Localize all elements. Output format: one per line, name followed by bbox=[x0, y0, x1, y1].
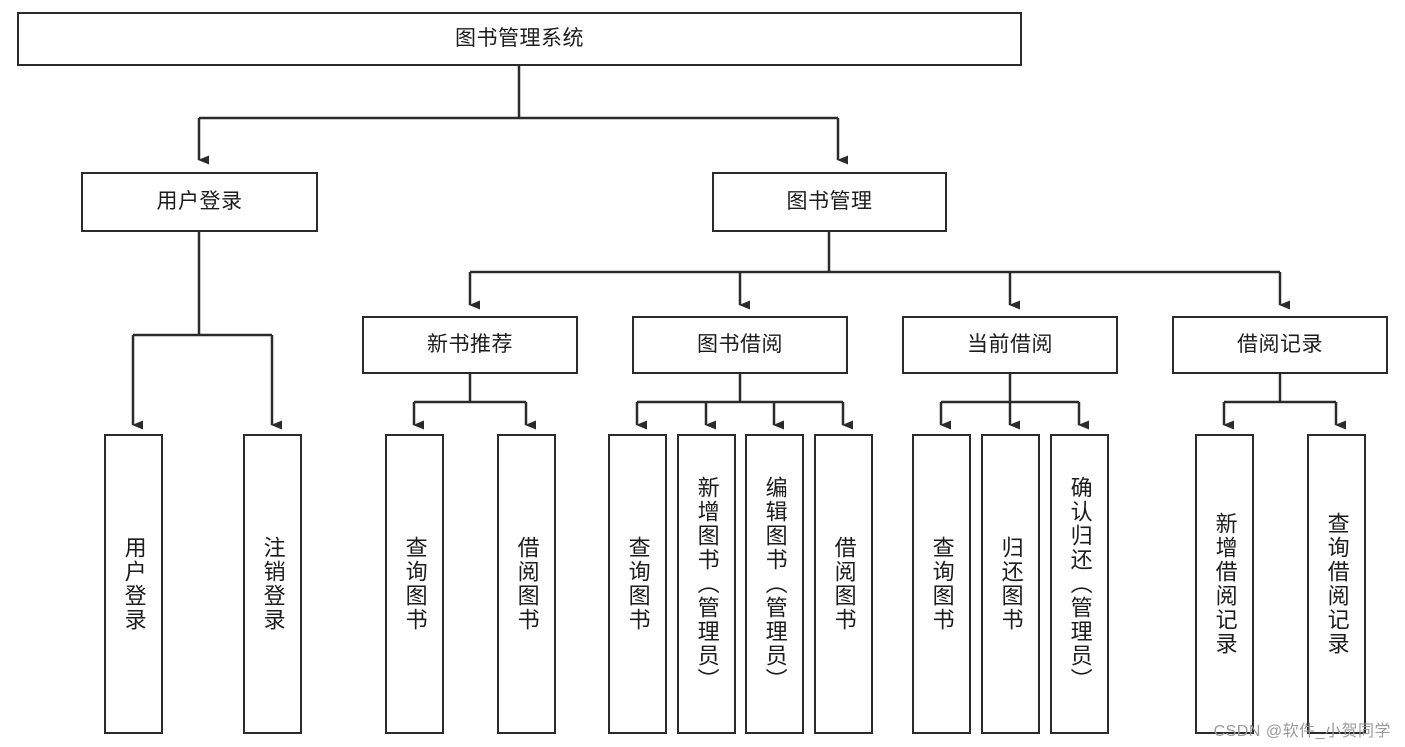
node-borrow-record-label: 借阅记录 bbox=[1237, 332, 1323, 356]
leaf-borrow-borrow-book-label: 借阅图书 bbox=[831, 536, 857, 632]
leaf-current-query-book-label: 查询图书 bbox=[929, 536, 955, 632]
node-current-borrow[interactable]: 当前借阅 bbox=[902, 316, 1118, 374]
leaf-new-book-query-book-label: 查询图书 bbox=[402, 536, 428, 632]
leaf-current-confirm-return-label: 确认归还（管理员） bbox=[1067, 476, 1093, 692]
node-book-management[interactable]: 图书管理 bbox=[712, 172, 947, 232]
node-user-login[interactable]: 用户登录 bbox=[81, 172, 318, 232]
node-book-borrow[interactable]: 图书借阅 bbox=[632, 316, 848, 374]
watermark-text: CSDN @软件_小贺同学 bbox=[1213, 723, 1391, 740]
leaf-current-confirm-return[interactable]: 确认归还（管理员） bbox=[1050, 434, 1109, 734]
node-book-management-label: 图书管理 bbox=[786, 189, 873, 213]
leaf-borrow-borrow-book[interactable]: 借阅图书 bbox=[814, 434, 873, 734]
leaf-current-return-book-label: 归还图书 bbox=[998, 536, 1024, 632]
node-new-book-recommend[interactable]: 新书推荐 bbox=[362, 316, 578, 374]
leaf-logout-label: 注销登录 bbox=[260, 536, 286, 632]
leaf-borrow-add-book-label: 新增图书（管理员） bbox=[694, 476, 720, 692]
node-new-book-recommend-label: 新书推荐 bbox=[427, 332, 513, 356]
leaf-record-add[interactable]: 新增借阅记录 bbox=[1195, 434, 1254, 734]
leaf-borrow-edit-book[interactable]: 编辑图书（管理员） bbox=[745, 434, 804, 734]
node-current-borrow-label: 当前借阅 bbox=[967, 332, 1053, 356]
leaf-borrow-query-book-label: 查询图书 bbox=[625, 536, 651, 632]
node-book-borrow-label: 图书借阅 bbox=[697, 332, 783, 356]
leaf-new-book-query-book[interactable]: 查询图书 bbox=[385, 434, 444, 734]
node-root[interactable]: 图书管理系统 bbox=[17, 12, 1022, 66]
leaf-record-query-label: 查询借阅记录 bbox=[1324, 512, 1350, 656]
leaf-current-return-book[interactable]: 归还图书 bbox=[981, 434, 1040, 734]
leaf-record-add-label: 新增借阅记录 bbox=[1212, 512, 1238, 656]
leaf-new-book-borrow-book-label: 借阅图书 bbox=[514, 536, 540, 632]
leaf-current-query-book[interactable]: 查询图书 bbox=[912, 434, 971, 734]
leaf-record-query[interactable]: 查询借阅记录 bbox=[1307, 434, 1366, 734]
node-borrow-record[interactable]: 借阅记录 bbox=[1172, 316, 1388, 374]
node-root-label: 图书管理系统 bbox=[455, 26, 584, 50]
leaf-user-login-label: 用户登录 bbox=[121, 536, 147, 632]
leaf-borrow-edit-book-label: 编辑图书（管理员） bbox=[762, 476, 788, 692]
leaf-borrow-query-book[interactable]: 查询图书 bbox=[608, 434, 667, 734]
node-user-login-label: 用户登录 bbox=[156, 189, 243, 213]
leaf-new-book-borrow-book[interactable]: 借阅图书 bbox=[497, 434, 556, 734]
leaf-borrow-add-book[interactable]: 新增图书（管理员） bbox=[677, 434, 736, 734]
leaf-logout[interactable]: 注销登录 bbox=[243, 434, 302, 734]
leaf-user-login[interactable]: 用户登录 bbox=[104, 434, 163, 734]
